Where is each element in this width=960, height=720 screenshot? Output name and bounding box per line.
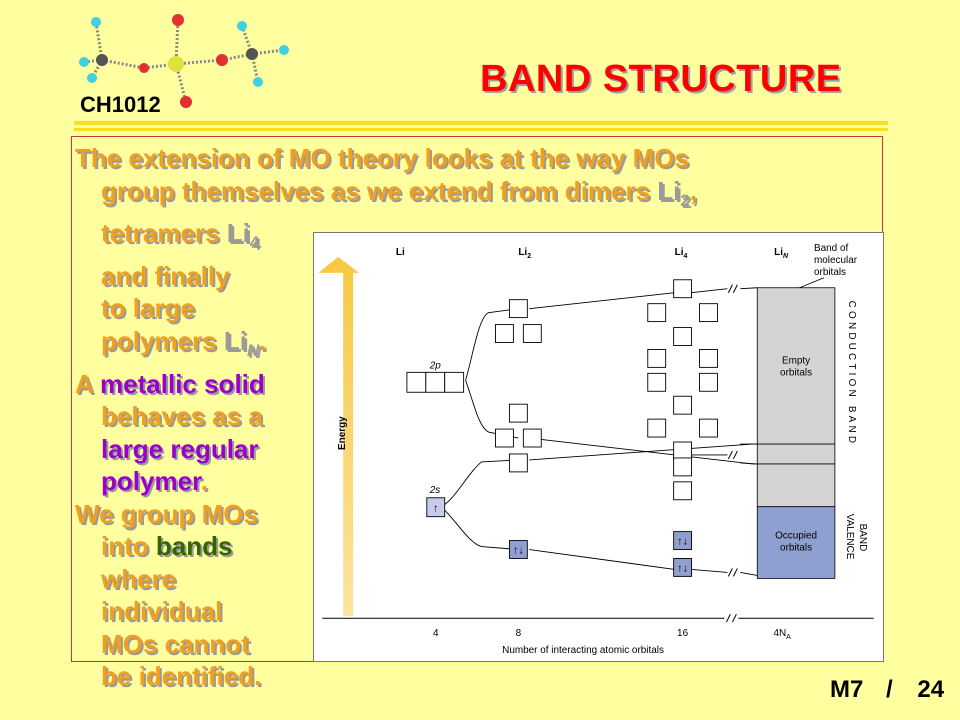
li4-occupied-orbital-2	[673, 558, 693, 577]
band-label-3: orbitals	[814, 267, 846, 278]
atom-o-4	[216, 54, 228, 66]
p2-line-2: behaves as a	[101, 401, 263, 432]
x-axis-label: Number of interacting atomic orbitals	[502, 645, 664, 656]
label-2s: 2s	[429, 485, 441, 496]
energy-arrow	[318, 256, 360, 617]
col-header-li2: Li2	[518, 247, 531, 260]
atom-c-2	[246, 48, 258, 60]
p1-line-1: The extension of MO theory looks at the …	[75, 143, 689, 173]
p3-line-2: into bands	[101, 531, 233, 562]
atom-o-1	[139, 63, 149, 73]
atom-o-3	[180, 96, 192, 108]
p1-line-5: to large	[101, 293, 195, 324]
li-2s-electron: ↑	[433, 503, 438, 515]
band-label-2: molecular	[814, 255, 858, 266]
li-2s-orbital	[426, 497, 446, 518]
mo-lines	[440, 287, 835, 576]
atom-c-1	[96, 54, 108, 66]
footer-separator: /	[886, 676, 893, 703]
valence-label-1: VALENCE	[844, 514, 855, 560]
p2-line-3: large regular	[101, 433, 259, 464]
col-header-lin: LiN	[774, 247, 789, 260]
x-axis-break-2	[731, 613, 737, 623]
p3-line-4: individual	[101, 596, 223, 627]
p3-line-6: be identified.	[101, 661, 262, 692]
p1-line-2: group themselves as we extend from dimer…	[101, 175, 698, 210]
x-tick-8: 8	[516, 628, 522, 639]
li4-electron-pair-2: ↑↓	[677, 562, 688, 574]
p3-line-5: MOs cannot	[101, 628, 250, 659]
p1-line-3: tetramers Li4	[101, 218, 260, 253]
x-tick-4: 4	[433, 628, 439, 639]
x-axis-break-1	[725, 613, 731, 623]
atom-h-6	[253, 77, 263, 87]
occupied-orbitals-1: Occupied	[775, 531, 817, 542]
x-tick-16: 16	[677, 628, 689, 639]
course-code: CH1012	[80, 92, 161, 117]
band-label-1: Band of	[814, 243, 848, 254]
body-text: The extension of MO theory looks at the …	[75, 142, 697, 693]
conduction-band-block	[756, 287, 836, 508]
slide-footer: M7 / 24	[830, 676, 944, 704]
atom-h-4	[237, 21, 247, 31]
conduction-band-label: CONDUCTION BAND	[846, 301, 857, 447]
p3-line-3: where	[101, 563, 177, 594]
valence-label-2: BAND	[857, 524, 868, 552]
col-header-li: Li	[396, 247, 405, 258]
header-rule	[74, 121, 888, 125]
li2-orbitals	[495, 299, 542, 473]
slide-group: M7	[830, 676, 864, 703]
empty-orbitals-2: orbitals	[780, 367, 812, 378]
occupied-orbitals-2: orbitals	[780, 543, 812, 554]
atom-h-2	[79, 57, 89, 67]
empty-orbitals-1: Empty	[782, 355, 810, 366]
slide-title: BAND STRUCTURE	[480, 58, 842, 100]
li2-electron-pair: ↑↓	[513, 545, 524, 557]
atom-h-5	[279, 45, 289, 55]
li-2p-orbitals	[406, 371, 465, 393]
atom-o-2	[172, 14, 184, 26]
p1-line-4: and finally	[101, 260, 230, 291]
atom-h-3	[87, 73, 97, 83]
molecule-logo	[79, 14, 289, 108]
col-header-li4: Li4	[675, 247, 688, 260]
band-label-pointer	[796, 277, 825, 290]
li4-orbitals	[647, 279, 718, 501]
valence-band-block	[756, 506, 836, 579]
li4-electron-pair-1: ↑↓	[677, 536, 688, 548]
li4-occupied-orbital-1	[673, 531, 693, 550]
header-rule-2	[74, 128, 888, 131]
li2-occupied-orbital	[508, 540, 528, 559]
p2-line-1: A metallic solid	[75, 368, 265, 399]
axis-break-marks	[727, 284, 738, 577]
p3-line-1: We group MOs	[75, 498, 258, 529]
atom-s	[168, 56, 184, 72]
p2-line-4: polymer.	[101, 466, 208, 497]
band-structure-diagram: Li Li2 Li4 LiN Band of molecular orbital…	[313, 232, 884, 662]
x-tick-4na: 4NA	[773, 628, 791, 641]
p1-line-6: polymers LiN.	[101, 325, 267, 361]
atom-h-1	[91, 17, 101, 27]
slide-number: 24	[917, 676, 945, 703]
energy-label: Energy	[337, 416, 348, 450]
label-2p: 2p	[429, 360, 442, 371]
